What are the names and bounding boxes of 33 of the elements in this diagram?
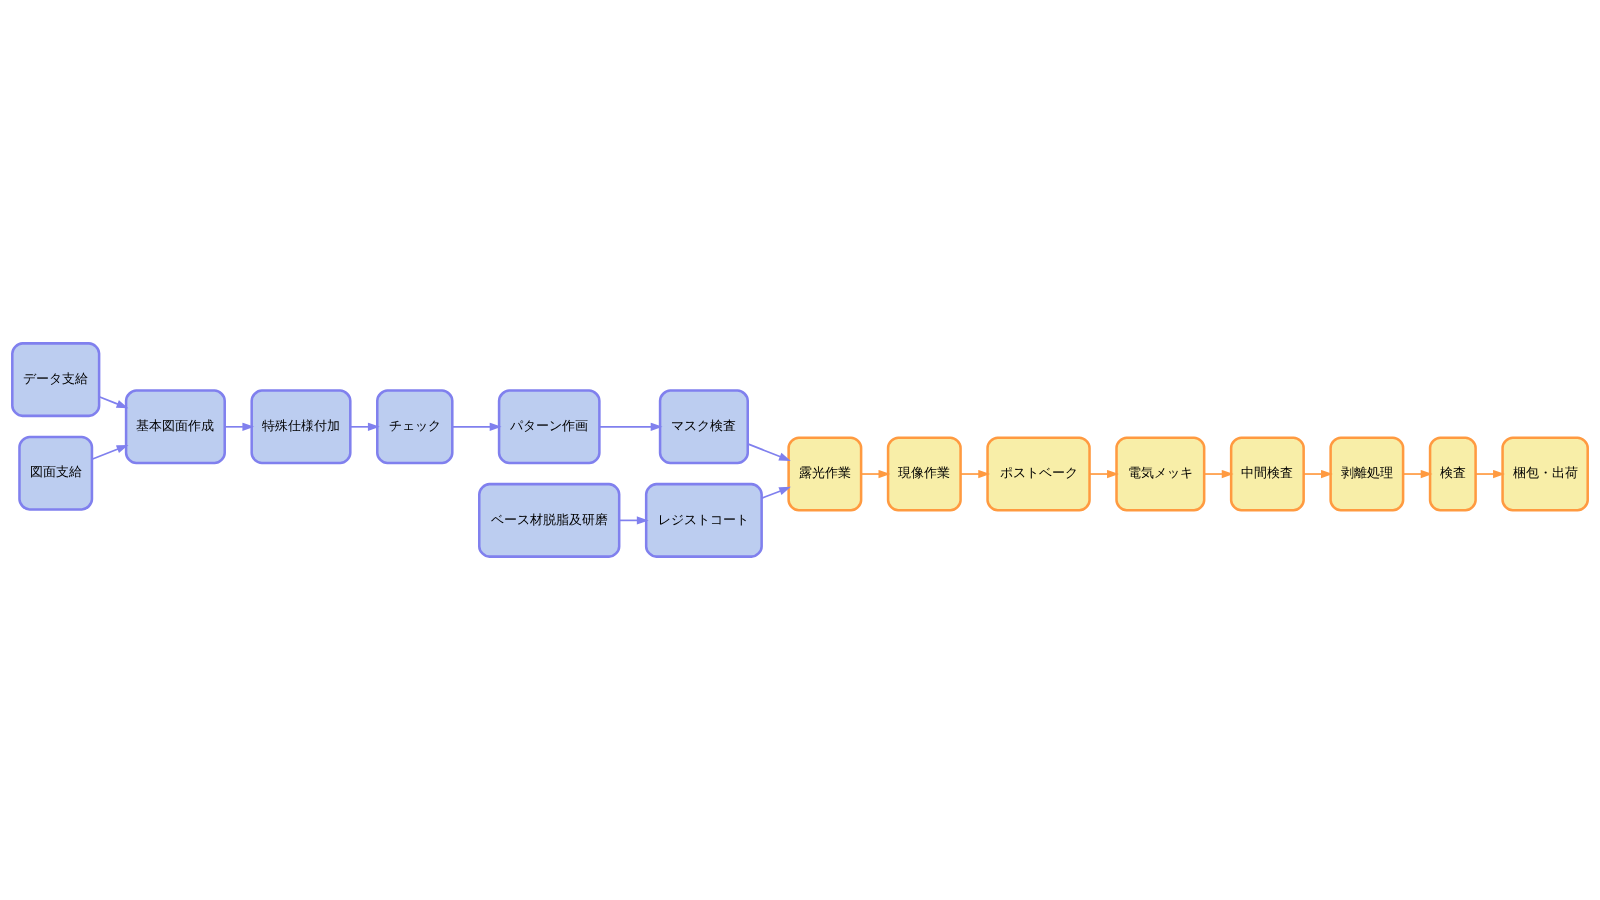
arrow: [1474, 469, 1505, 479]
node-box: 中間検査: [1229, 436, 1305, 512]
node-box: 電気メッキ: [1115, 436, 1206, 512]
node-box: ベース材脱脂及研磨: [478, 482, 621, 558]
node-box: 露光作業: [787, 436, 863, 512]
node-box: データ支給: [11, 342, 101, 418]
node-box: ポストベーク: [986, 436, 1091, 512]
arrow: [618, 516, 649, 525]
arrow: [761, 486, 791, 499]
node-box: チェック: [376, 389, 454, 465]
node-box: 図面支給: [18, 435, 94, 511]
arrow: [860, 469, 891, 479]
node-box: 基本図面作成: [124, 389, 226, 465]
node-box: 特殊仕様付加: [250, 389, 352, 465]
node-box: パターン作画: [497, 389, 601, 465]
arrow: [98, 395, 129, 409]
arrow: [451, 422, 502, 431]
arrow: [91, 444, 129, 461]
arrow: [1402, 469, 1433, 479]
arrow: [349, 422, 380, 431]
arrow: [598, 422, 663, 431]
node-box: 剥離処理: [1329, 436, 1405, 512]
node-box: マスク検査: [658, 389, 749, 465]
arrow: [1302, 469, 1333, 479]
arrow: [959, 469, 991, 479]
arrow: [224, 422, 255, 431]
node-box: 現像作業: [886, 436, 962, 512]
arrow: [1203, 469, 1234, 479]
node-box: レジストコート: [644, 482, 763, 558]
arrow: [1088, 469, 1119, 479]
node-box: 梱包・出荷: [1501, 436, 1589, 512]
arrow: [746, 443, 791, 461]
node-box: 検査: [1428, 436, 1477, 512]
